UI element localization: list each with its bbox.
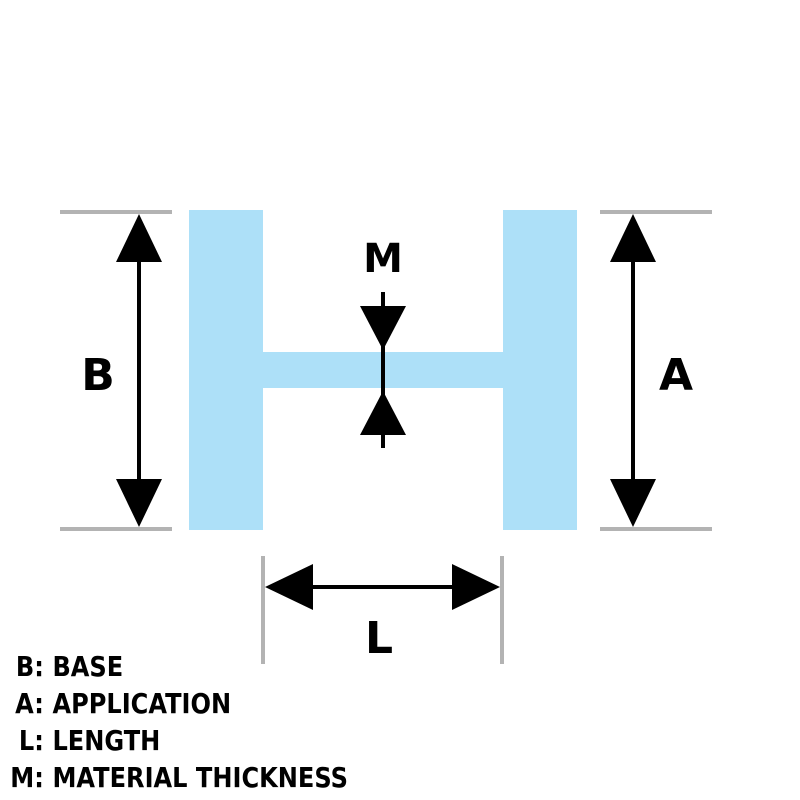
legend: B:BASE A:APPLICATION L:LENGTH M:MATERIAL… [6, 648, 348, 796]
right-flange [503, 210, 577, 530]
legend-key: M: [10, 761, 44, 794]
legend-text: APPLICATION [52, 687, 232, 720]
legend-text: BASE [52, 650, 124, 683]
legend-key: A: [15, 687, 44, 720]
legend-key: B: [15, 650, 44, 683]
application-dimension-arrow [610, 214, 656, 527]
length-dimension-arrow [265, 564, 500, 610]
legend-text: LENGTH [52, 724, 161, 757]
thickness-dimension-arrow [360, 292, 406, 448]
legend-key: L: [18, 724, 44, 757]
legend-item-base: B:BASE [6, 648, 348, 685]
left-flange [189, 210, 263, 530]
legend-item-length: L:LENGTH [6, 722, 348, 759]
label-m: M [363, 236, 403, 282]
legend-text: MATERIAL THICKNESS [52, 761, 348, 794]
base-dimension-arrow [116, 214, 162, 527]
label-l: L [365, 613, 393, 664]
legend-item-application: A:APPLICATION [6, 685, 348, 722]
legend-item-thickness: M:MATERIAL THICKNESS [6, 759, 348, 796]
label-b: B [81, 350, 115, 401]
label-a: A [659, 350, 693, 401]
